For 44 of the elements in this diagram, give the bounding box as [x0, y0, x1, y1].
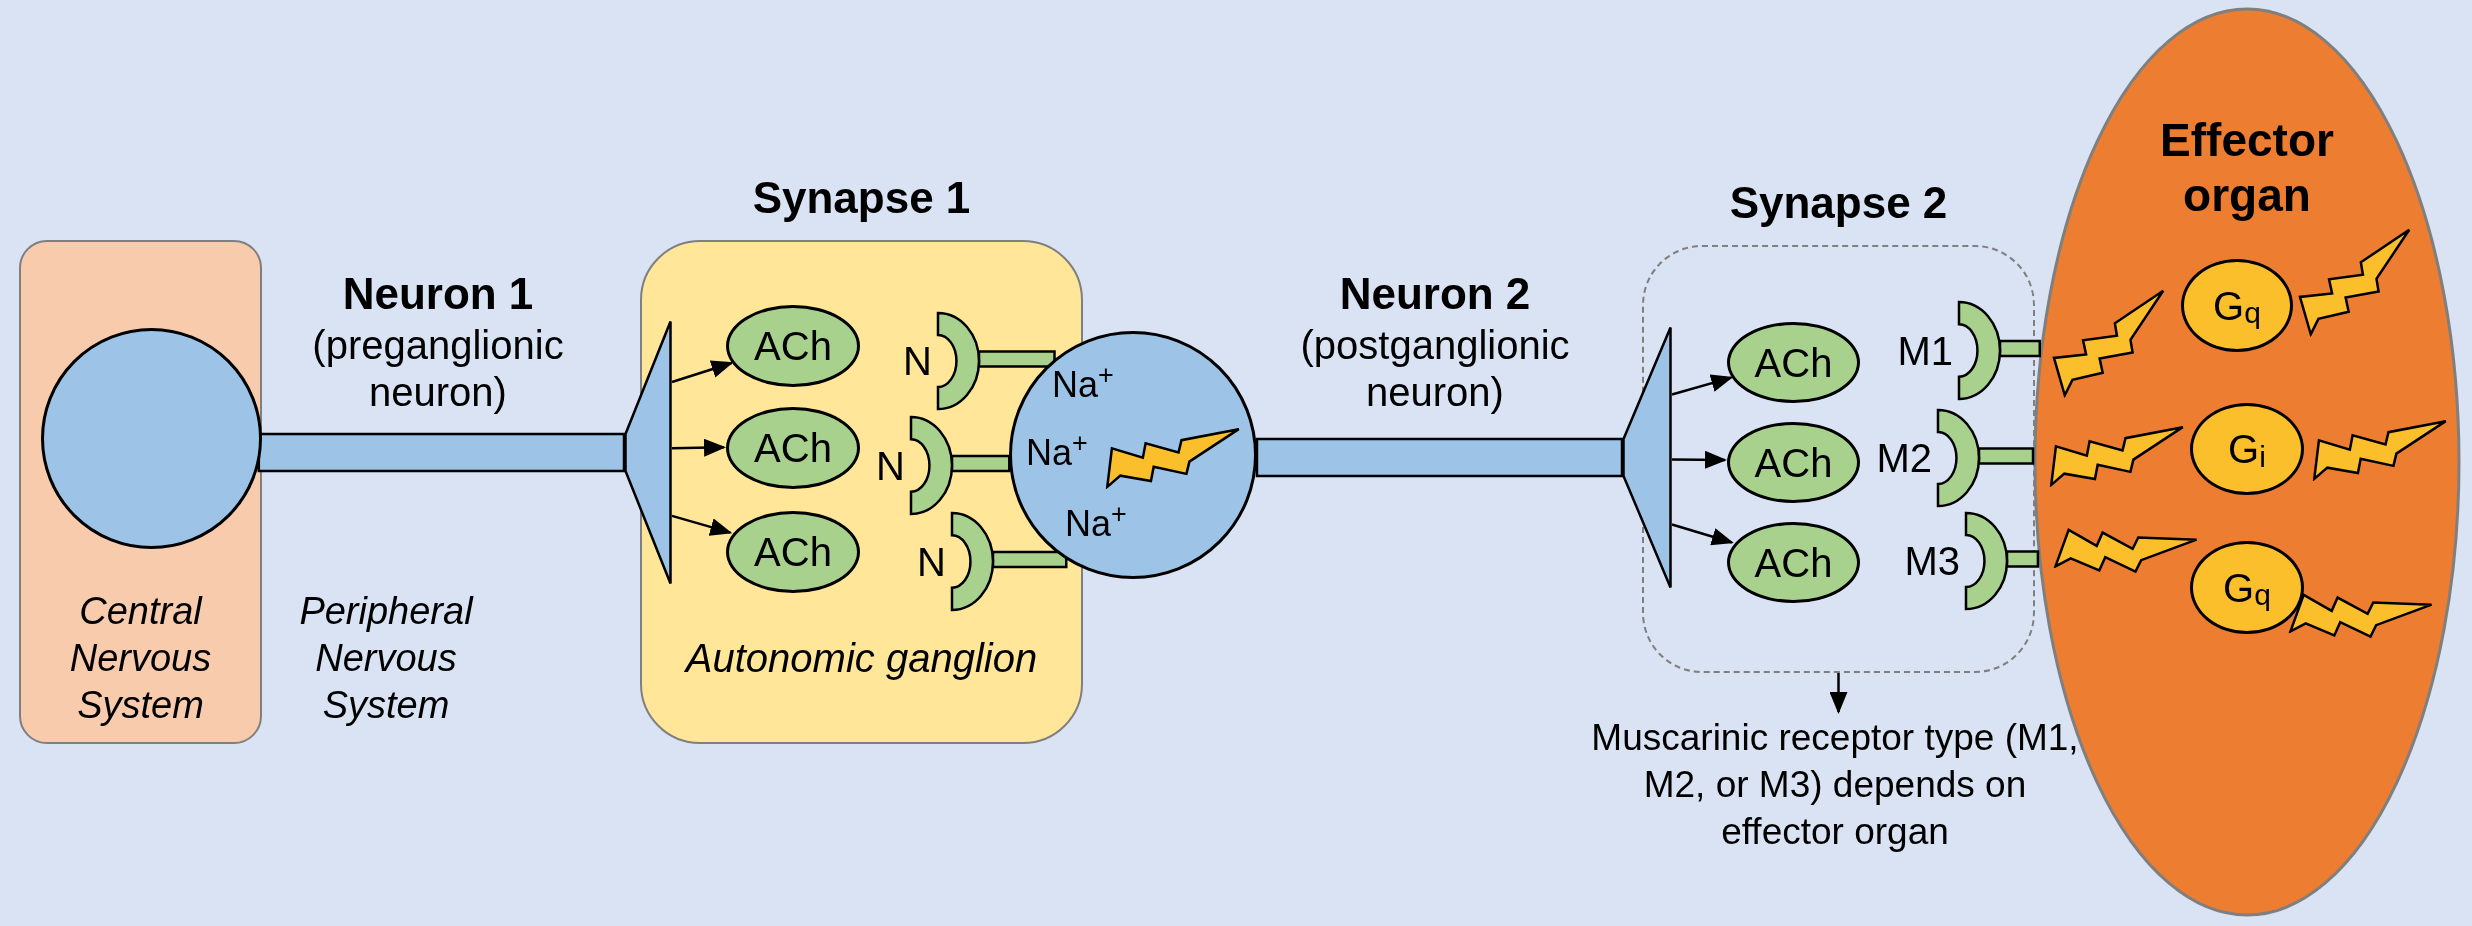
arrow [1672, 450, 1727, 469]
vesicle-oval: ACh [726, 305, 860, 387]
receptor-label: M2 [1876, 438, 1932, 478]
receptor-label: N [903, 341, 932, 381]
receptor-stalk [991, 550, 1068, 569]
receptor-label: M3 [1904, 541, 1960, 581]
arrow [671, 438, 727, 457]
receptor-label: N [917, 541, 946, 582]
vesicle-oval: ACh [1727, 522, 1860, 603]
vesicle-oval: ACh [726, 511, 860, 593]
text-label: (preganglionic neuron) [311, 322, 565, 416]
receptor-stalk [950, 454, 1011, 473]
receptor-label: N [876, 445, 905, 486]
vesicle-oval: ACh [1727, 422, 1860, 503]
vesicle-oval: ACh [1727, 322, 1860, 403]
synapse-heading: Synapse 1 [751, 172, 972, 224]
receptor-stalk [2005, 550, 2040, 568]
text-label: Neuron 1 [341, 268, 535, 320]
organ-title: Effector organ [2159, 113, 2335, 223]
synapse-heading: Synapse 2 [1728, 177, 1949, 229]
axon-bar [1255, 437, 1624, 478]
arrow [1829, 673, 1848, 714]
arrow [671, 360, 734, 384]
text-label: Na$^{+}$ [1065, 503, 1128, 545]
receptor-stalk [1998, 339, 2041, 358]
text-label: Peripheral Nervous System [298, 589, 475, 728]
receptor-stalk [977, 350, 1056, 368]
axon-terminal [1622, 326, 1672, 589]
note-text: Muscarinic receptor type (M1, M2, or M3) depends on effector organ [1590, 714, 2080, 855]
arrow [671, 514, 733, 536]
region-label: Central Nervous System [68, 589, 213, 728]
axon-terminal [624, 320, 672, 585]
vesicle-oval: ACh [726, 407, 860, 489]
text-label: Neuron 2 [1338, 268, 1532, 320]
text-label: Na$^{+}$ [1026, 432, 1089, 474]
receptor-stalk [1977, 447, 2035, 465]
arrow [1671, 374, 1734, 396]
text-label: Na$^{+}$ [1052, 364, 1115, 406]
axon-bar [257, 432, 626, 473]
text-label: (postganglionic neuron) [1299, 322, 1571, 416]
arrow [1671, 523, 1734, 546]
region-box [19, 240, 262, 744]
receptor-label: M1 [1897, 330, 1953, 371]
ganglion-label: Autonomic ganglion [683, 635, 1039, 682]
